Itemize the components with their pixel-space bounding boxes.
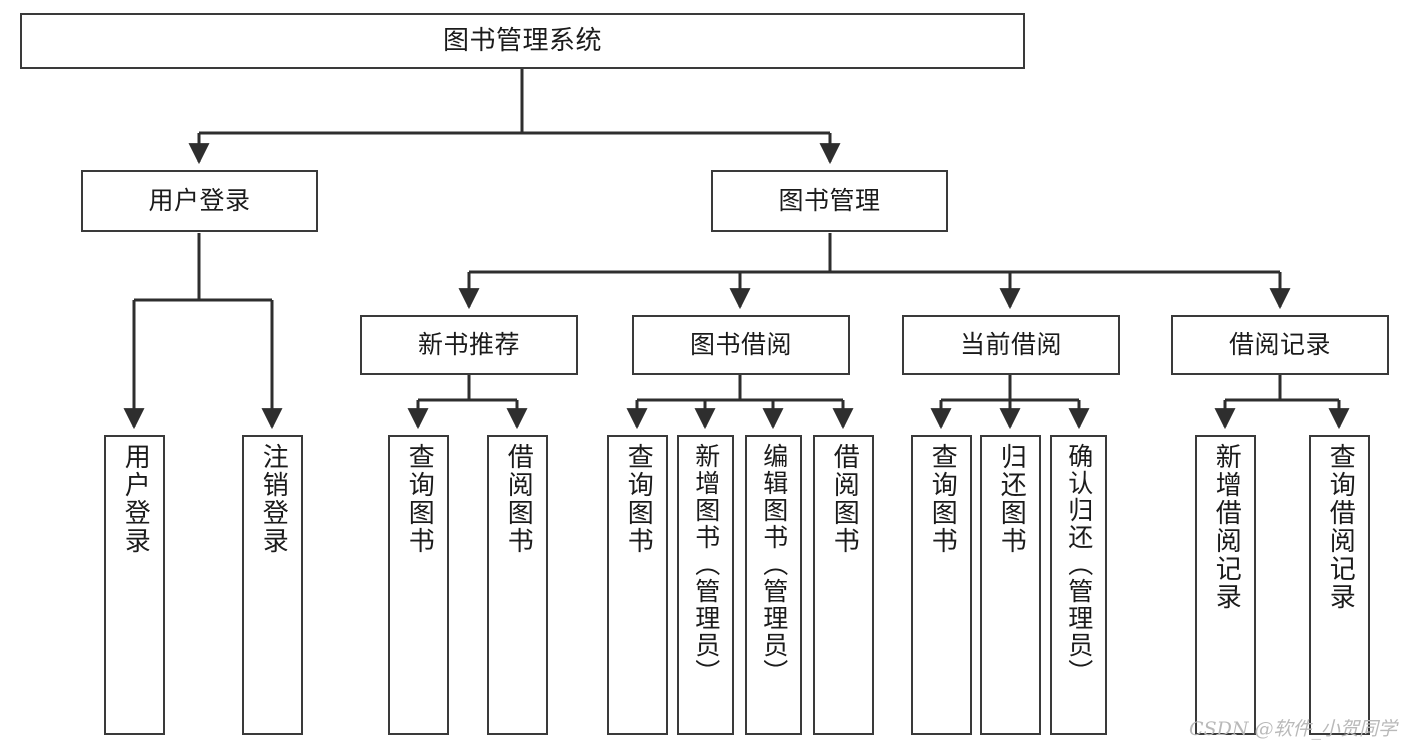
leaf-add-borrow-record[interactable]: 新增借阅记录 — [1195, 435, 1256, 735]
leaf-logout[interactable]: 注销登录 — [242, 435, 303, 735]
leaf-edit-book-admin[interactable]: 编辑图书（管理员） — [745, 435, 802, 735]
node-label: 图书管理 — [778, 186, 881, 216]
node-new-book-recommend[interactable]: 新书推荐 — [360, 315, 578, 375]
node-label: 查询图书 — [623, 443, 654, 555]
node-label: 借阅图书 — [829, 443, 860, 555]
node-label: 新书推荐 — [417, 330, 520, 360]
leaf-confirm-return-admin[interactable]: 确认归还（管理员） — [1050, 435, 1107, 735]
csdn-watermark: CSDN @软件_小贺同学 — [1189, 718, 1397, 740]
node-label: 当前借阅 — [959, 330, 1062, 360]
leaf-add-book-admin[interactable]: 新增图书（管理员） — [677, 435, 734, 735]
node-root-system[interactable]: 图书管理系统 — [20, 13, 1025, 69]
node-label: 编辑图书（管理员） — [759, 443, 789, 686]
node-label: 图书管理系统 — [442, 25, 602, 56]
node-label: 用户登录 — [120, 443, 151, 555]
node-label: 新增图书（管理员） — [691, 443, 721, 686]
node-label: 查询借阅记录 — [1325, 443, 1356, 611]
leaf-query-book-current[interactable]: 查询图书 — [911, 435, 972, 735]
leaf-query-borrow-record[interactable]: 查询借阅记录 — [1309, 435, 1370, 735]
node-label: 用户登录 — [148, 186, 251, 216]
node-book-management[interactable]: 图书管理 — [711, 170, 948, 232]
node-label: 归还图书 — [996, 443, 1027, 555]
leaf-return-book[interactable]: 归还图书 — [980, 435, 1041, 735]
node-borrow-records[interactable]: 借阅记录 — [1171, 315, 1389, 375]
node-label: 新增借阅记录 — [1211, 443, 1242, 611]
node-user-login[interactable]: 用户登录 — [81, 170, 318, 232]
node-book-borrow[interactable]: 图书借阅 — [632, 315, 850, 375]
node-current-borrow[interactable]: 当前借阅 — [902, 315, 1120, 375]
leaf-borrow-book-recommend[interactable]: 借阅图书 — [487, 435, 548, 735]
leaf-user-login[interactable]: 用户登录 — [104, 435, 165, 735]
node-label: 图书借阅 — [689, 330, 792, 360]
node-label: 确认归还（管理员） — [1064, 443, 1094, 686]
leaf-query-book-borrow[interactable]: 查询图书 — [607, 435, 668, 735]
leaf-borrow-book[interactable]: 借阅图书 — [813, 435, 874, 735]
node-label: 查询图书 — [927, 443, 958, 555]
node-label: 借阅图书 — [503, 443, 534, 555]
node-label: 注销登录 — [258, 443, 289, 555]
node-label: 查询图书 — [404, 443, 435, 555]
node-label: 借阅记录 — [1228, 330, 1331, 360]
leaf-query-book-recommend[interactable]: 查询图书 — [388, 435, 449, 735]
